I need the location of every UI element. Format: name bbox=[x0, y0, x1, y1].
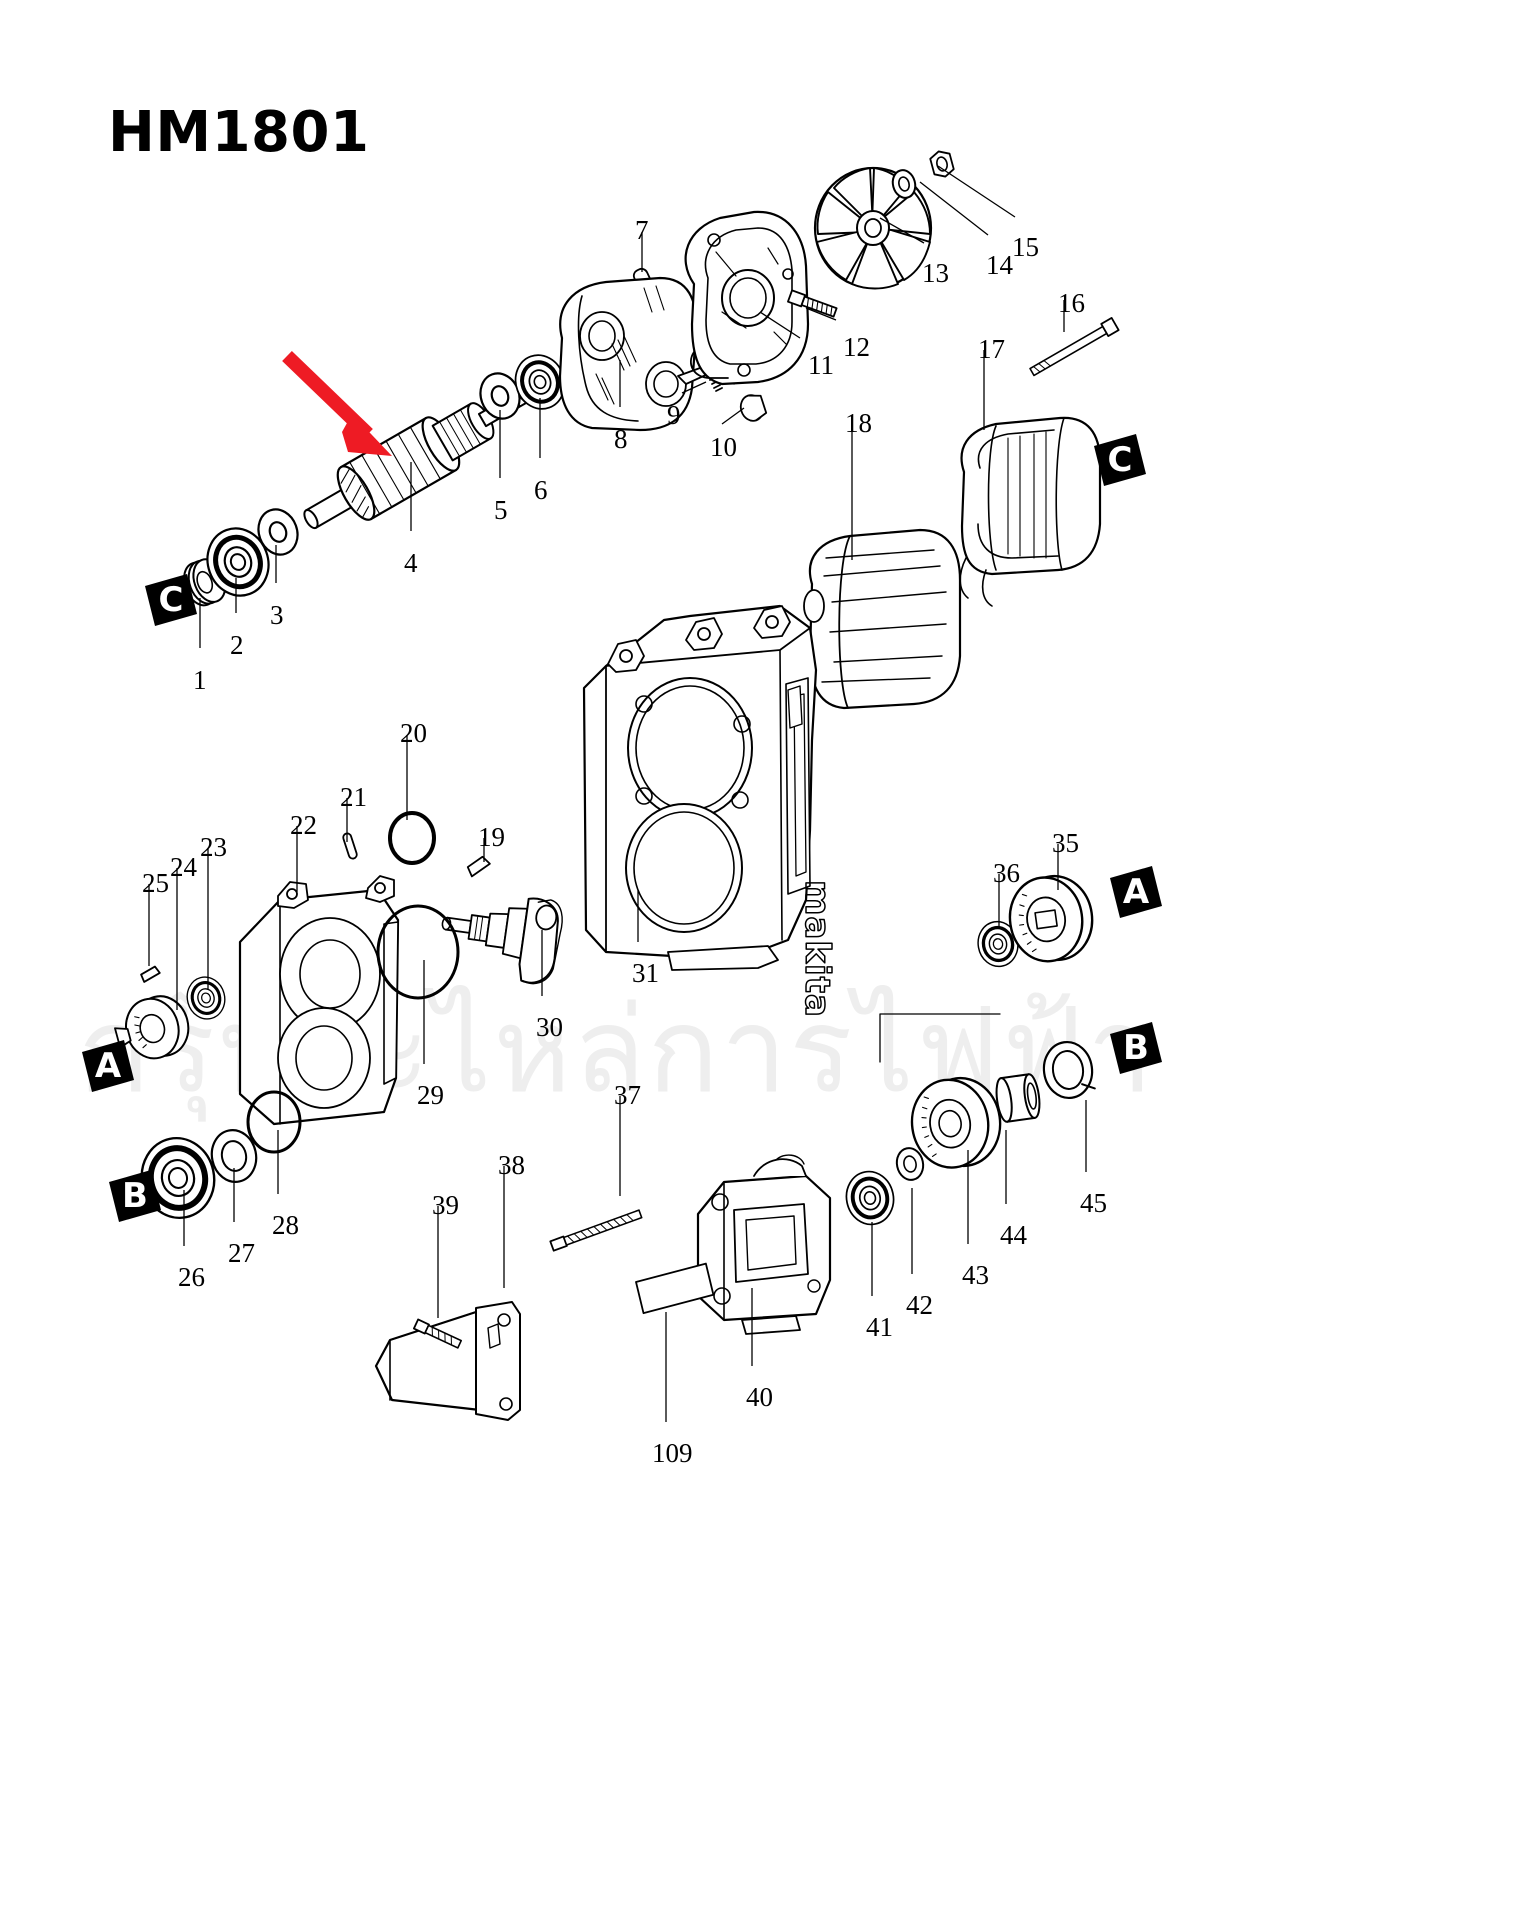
part-number-15: 15 bbox=[1012, 232, 1039, 262]
part-number-28: 28 bbox=[272, 1210, 299, 1240]
section-marker-b-right: B bbox=[1108, 1020, 1164, 1076]
part-number-24: 24 bbox=[170, 852, 197, 882]
part-number-27: 27 bbox=[228, 1238, 255, 1268]
leader-line-10 bbox=[721, 407, 745, 425]
part-number-21: 21 bbox=[340, 782, 367, 812]
part-number-41: 41 bbox=[866, 1312, 893, 1342]
section-marker-a-right-letter: A bbox=[1122, 872, 1150, 912]
part-number-17: 17 bbox=[978, 334, 1005, 364]
part-number-31: 31 bbox=[632, 958, 659, 988]
part-number-44: 44 bbox=[1000, 1220, 1027, 1250]
part-number-39: 39 bbox=[432, 1190, 459, 1220]
part-number-40: 40 bbox=[746, 1382, 773, 1412]
part-number-7: 7 bbox=[635, 215, 649, 245]
section-marker-c-right: C bbox=[1092, 432, 1148, 488]
part-number-10: 10 bbox=[710, 432, 737, 462]
part-number-1: 1 bbox=[193, 665, 207, 695]
section-marker-c-right-letter: C bbox=[1107, 440, 1133, 480]
part-number-5: 5 bbox=[494, 495, 508, 525]
part-number-4: 4 bbox=[404, 548, 418, 578]
part-number-14: 14 bbox=[986, 250, 1013, 280]
part-number-35: 35 bbox=[1052, 828, 1079, 858]
svg-text:makita: makita bbox=[797, 880, 837, 1018]
part-number-43: 43 bbox=[962, 1260, 989, 1290]
part-number-29: 29 bbox=[417, 1080, 444, 1110]
part-number-42: 42 bbox=[906, 1290, 933, 1320]
leader-line-12 bbox=[805, 307, 837, 321]
part-number-11: 11 bbox=[808, 350, 834, 380]
part-number-8: 8 bbox=[614, 424, 628, 454]
leader-line-15 bbox=[937, 165, 1016, 218]
section-marker-a-right: A bbox=[1108, 864, 1164, 920]
section-marker-a-left: A bbox=[80, 1038, 136, 1094]
section-marker-c-left: C bbox=[143, 572, 199, 628]
section-marker-b-left: B bbox=[107, 1168, 163, 1224]
part-number-16: 16 bbox=[1058, 288, 1085, 318]
page-title: HM1801 bbox=[108, 100, 370, 165]
part-number-36: 36 bbox=[993, 858, 1020, 888]
part-number-13: 13 bbox=[922, 258, 949, 288]
part-number-3: 3 bbox=[270, 600, 284, 630]
leader-line-9 bbox=[681, 381, 707, 394]
leader-line-11 bbox=[759, 311, 801, 339]
part-number-30: 30 bbox=[536, 1012, 563, 1042]
part-number-45: 45 bbox=[1080, 1188, 1107, 1218]
part-number-9: 9 bbox=[667, 400, 681, 430]
section-marker-c-left-letter: C bbox=[158, 580, 184, 620]
leader-line-14 bbox=[919, 181, 989, 236]
section-marker-b-left-letter: B bbox=[122, 1176, 148, 1216]
part-number-26: 26 bbox=[178, 1262, 205, 1292]
part-number-18: 18 bbox=[845, 408, 872, 438]
part-number-37: 37 bbox=[614, 1080, 641, 1110]
section-marker-a-left-letter: A bbox=[94, 1046, 122, 1086]
part-number-6: 6 bbox=[534, 475, 548, 505]
part-number-109: 109 bbox=[652, 1438, 693, 1468]
red-arrow-highlight bbox=[282, 350, 392, 456]
part-number-25: 25 bbox=[142, 868, 169, 898]
part-number-38: 38 bbox=[498, 1150, 525, 1180]
leader-line-13 bbox=[879, 217, 925, 244]
part-number-23: 23 bbox=[200, 832, 227, 862]
section-marker-b-right-letter: B bbox=[1123, 1028, 1149, 1068]
part-number-22: 22 bbox=[290, 810, 317, 840]
part-number-19: 19 bbox=[478, 822, 505, 852]
part-number-2: 2 bbox=[230, 630, 244, 660]
part-number-12: 12 bbox=[843, 332, 870, 362]
part-number-20: 20 bbox=[400, 718, 427, 748]
